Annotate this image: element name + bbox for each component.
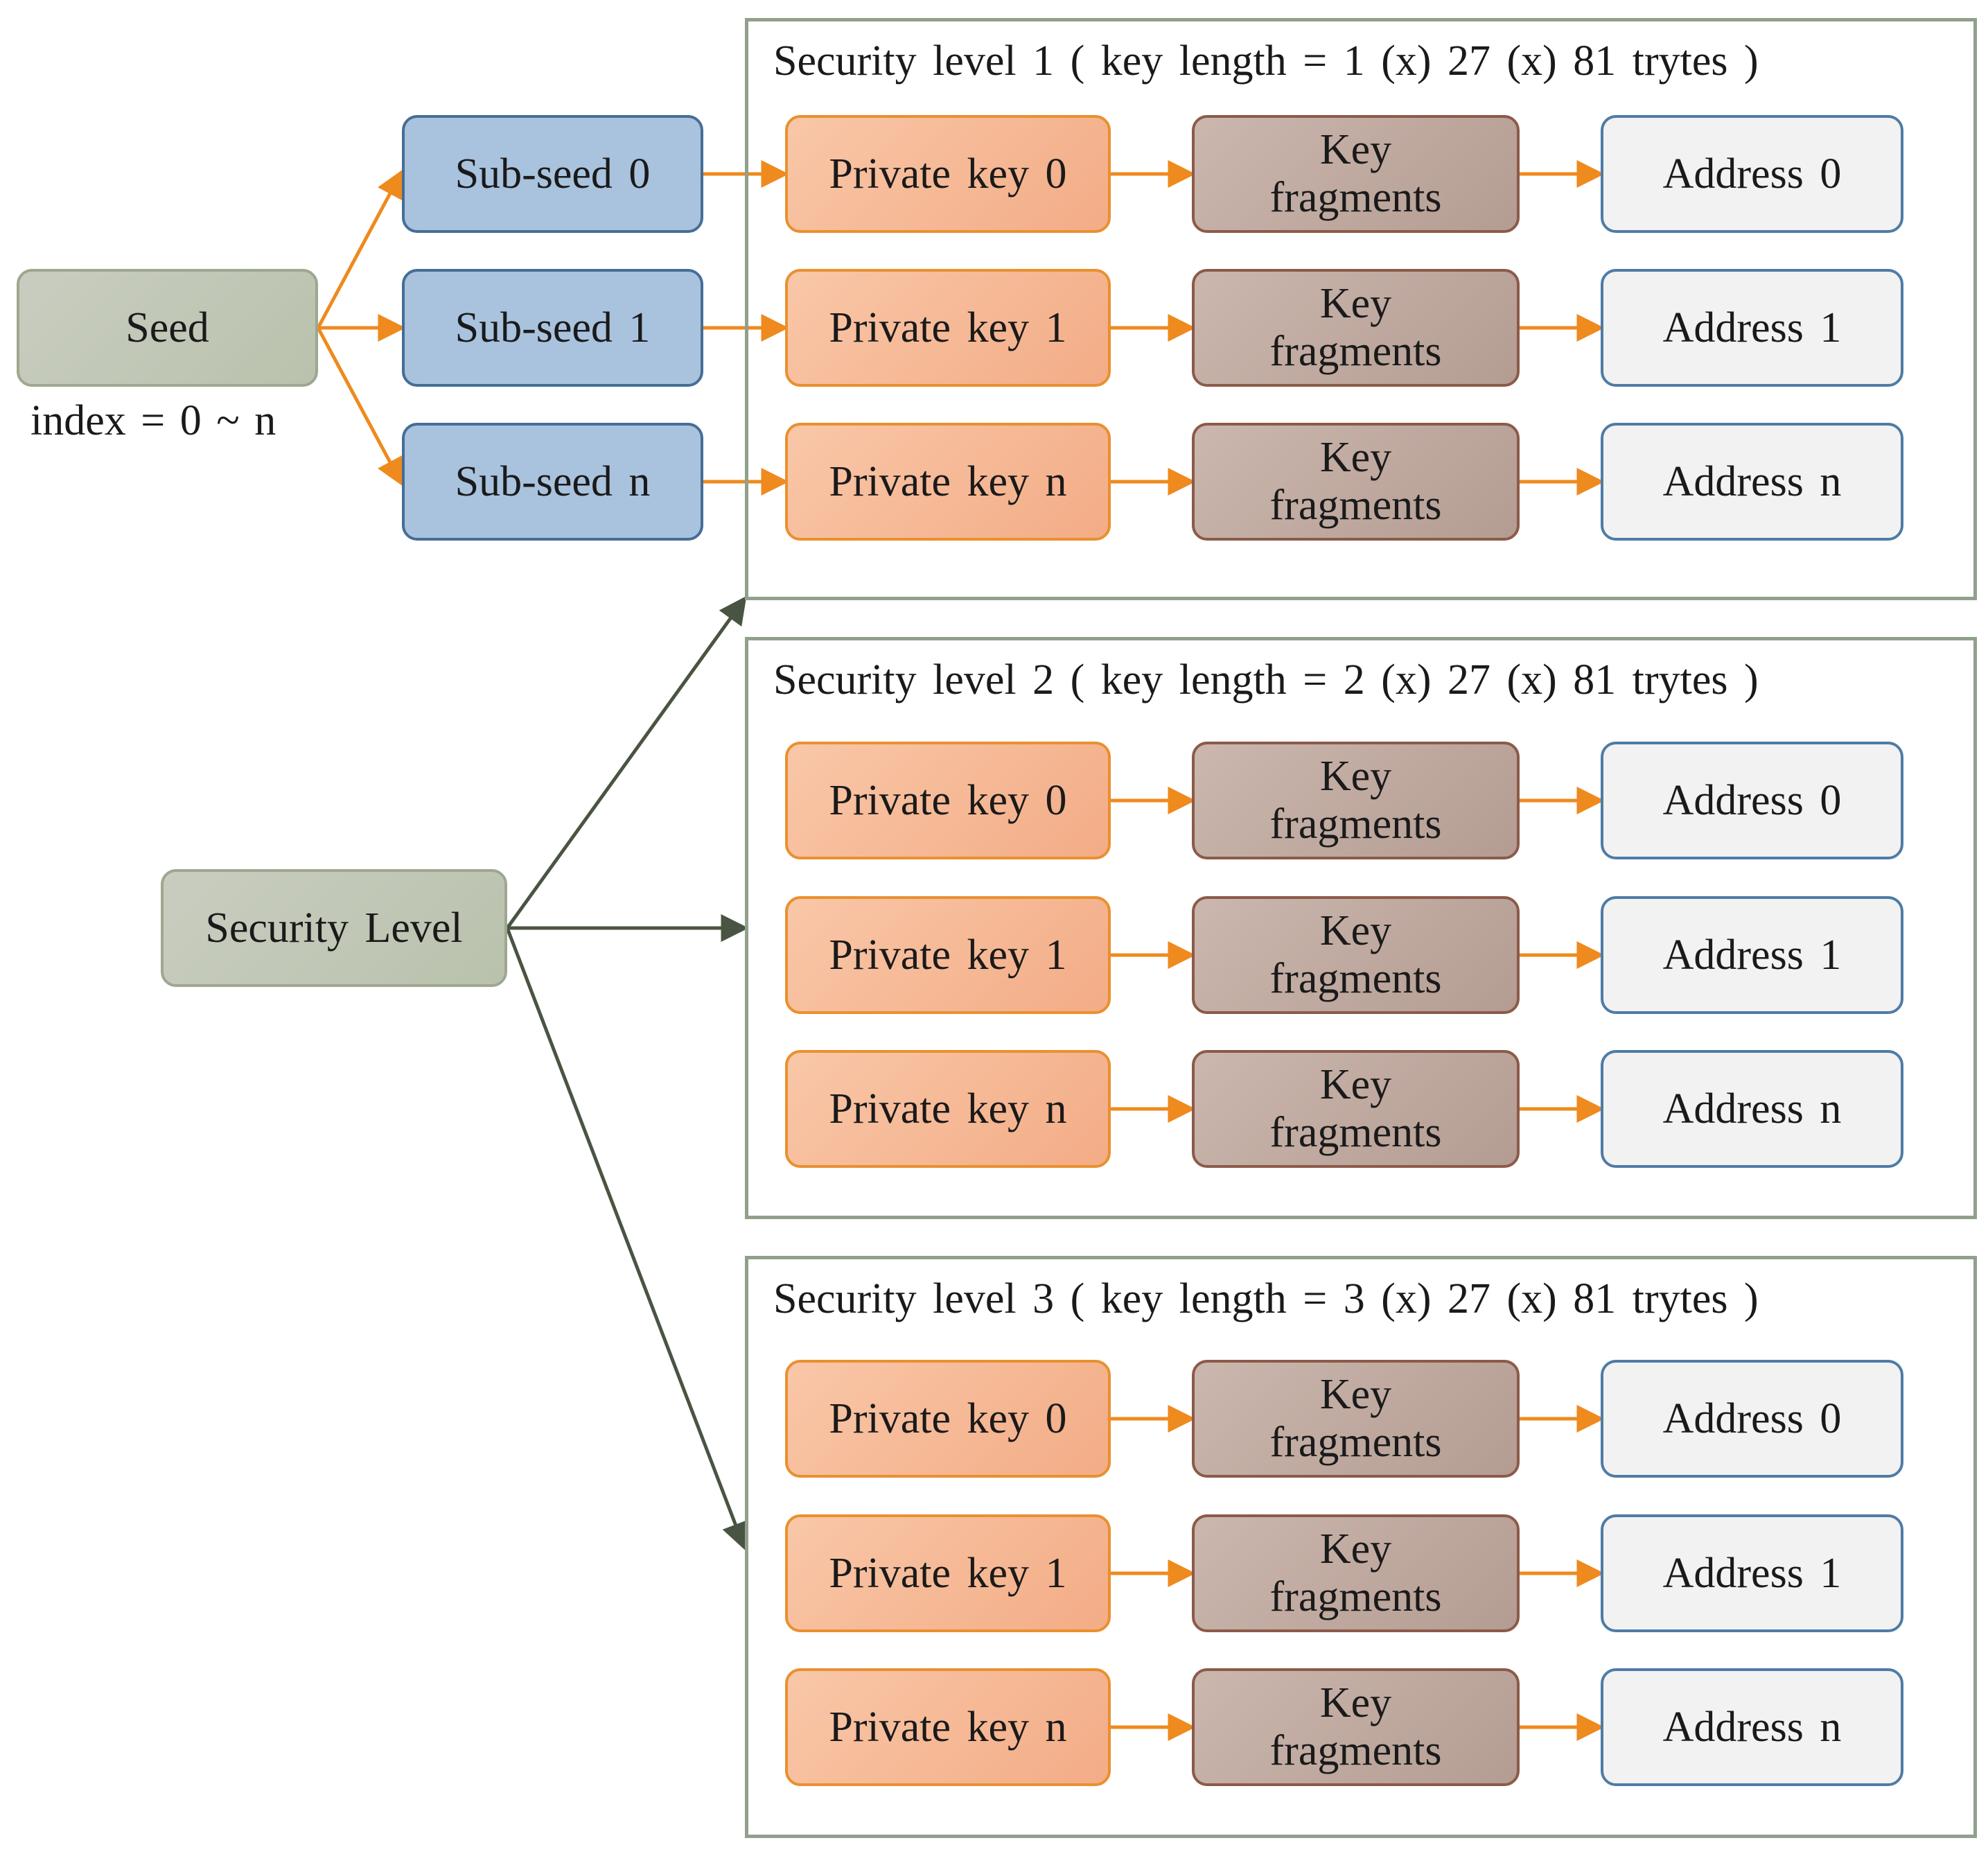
address-label: Address 1 [1662,304,1842,351]
seed-to-subseed-arrow [316,169,403,329]
security-level-2-group: Security level 2 ( key length = 2 (x) 27… [745,637,1977,1219]
private-key-node: Private key n [785,423,1111,541]
key-fragments-label-line2: fragments [1269,1419,1442,1466]
key-fragments-label-line1: Key [1319,1060,1392,1108]
private-key-node: Private key 0 [785,742,1111,859]
subseed-label: Sub-seed 1 [455,304,651,351]
security-level-node: Security Level [161,869,507,987]
seed-label: Seed [125,304,209,351]
address-label: Address 1 [1662,932,1842,979]
address-label: Address 1 [1662,1550,1842,1597]
private-key-label: Private key n [829,458,1067,505]
address-node: Address 1 [1601,1514,1903,1632]
key-fragments-label-line1: Key [1319,907,1392,954]
address-node: Address 1 [1601,896,1903,1014]
subseed-label: Sub-seed 0 [455,150,651,198]
private-key-node: Private key 1 [785,896,1111,1014]
address-node: Address n [1601,1050,1903,1168]
address-node: Address 0 [1601,742,1903,859]
subseed-1-node: Sub-seed 1 [402,269,703,387]
group-title: Security level 3 ( key length = 3 (x) 27… [773,1275,1759,1322]
seed-node: Seed [17,269,318,387]
key-fragments-label-line1: Key [1319,279,1392,327]
security-level-to-group-3-arrow [505,927,749,1551]
key-fragments-label-line1: Key [1319,125,1392,173]
address-node: Address 1 [1601,269,1903,387]
key-fragments-label-line1: Key [1319,1679,1392,1726]
private-key-node: Private key n [785,1668,1111,1786]
private-key-label: Private key 1 [829,1550,1067,1597]
group-title: Security level 1 ( key length = 1 (x) 27… [773,37,1759,85]
key-fragments-label-line1: Key [1319,1370,1392,1418]
private-key-node: Private key 0 [785,115,1111,233]
private-key-node: Private key 1 [785,1514,1111,1632]
private-key-node: Private key n [785,1050,1111,1168]
address-node: Address 0 [1601,1360,1903,1478]
private-key-label: Private key 1 [829,932,1067,979]
address-label: Address n [1662,458,1842,505]
key-fragments-label-line2: fragments [1269,1109,1442,1156]
security-level-label: Security Level [205,904,463,952]
private-key-node: Private key 1 [785,269,1111,387]
key-fragments-label-line1: Key [1319,433,1392,481]
address-label: Address n [1662,1085,1842,1132]
address-node: Address n [1601,1668,1903,1786]
address-label: Address 0 [1662,777,1842,824]
key-fragments-label-line1: Key [1319,752,1392,800]
subseed-label: Sub-seed n [455,458,651,505]
address-label: Address 0 [1662,150,1842,198]
key-fragments-label-line2: fragments [1269,482,1442,529]
private-key-label: Private key 0 [829,150,1067,198]
address-node: Address n [1601,423,1903,541]
private-key-label: Private key 1 [829,304,1067,351]
private-key-label: Private key n [829,1704,1067,1751]
security-level-1-group: Security level 1 ( key length = 1 (x) 27… [745,18,1977,600]
key-fragments-label-line2: fragments [1269,174,1442,221]
seed-index-caption: index = 0 ~ n [30,397,276,444]
private-key-node: Private key 0 [785,1360,1111,1478]
address-label: Address n [1662,1704,1842,1751]
group-title: Security level 2 ( key length = 2 (x) 27… [773,656,1759,703]
key-fragments-label-line2: fragments [1269,1573,1442,1620]
subseed-0-node: Sub-seed 0 [402,115,703,233]
security-level-3-group: Security level 3 ( key length = 3 (x) 27… [745,1256,1977,1838]
private-key-label: Private key 0 [829,777,1067,824]
seed-to-subseed-arrow [316,326,403,487]
private-key-label: Private key n [829,1085,1067,1132]
security-level-to-group-1-arrow [505,595,747,929]
private-key-label: Private key 0 [829,1395,1067,1442]
address-label: Address 0 [1662,1395,1842,1442]
address-node: Address 0 [1601,115,1903,233]
key-fragments-label-line2: fragments [1269,955,1442,1002]
key-fragments-label-line2: fragments [1269,801,1442,848]
key-fragments-label-line2: fragments [1269,1727,1442,1774]
key-fragments-label-line2: fragments [1269,328,1442,375]
subseed-n-node: Sub-seed n [402,423,703,541]
key-fragments-label-line1: Key [1319,1525,1392,1573]
